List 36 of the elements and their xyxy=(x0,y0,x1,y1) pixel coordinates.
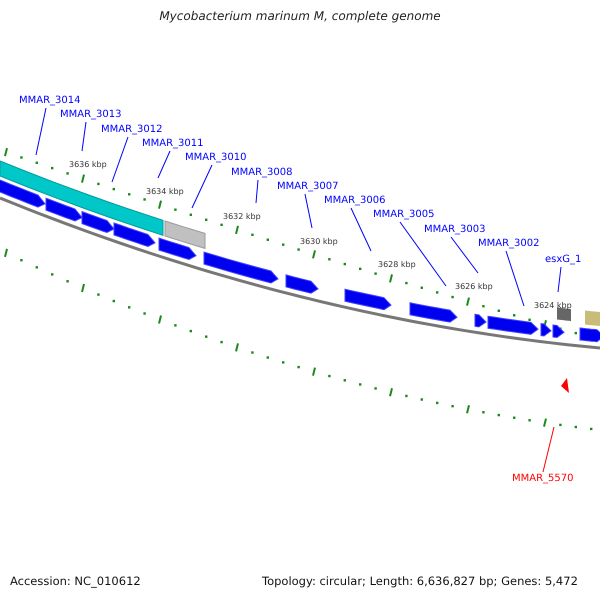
leader-line xyxy=(350,208,372,252)
leader-line xyxy=(158,150,170,178)
gene-label: esxG_1 xyxy=(545,253,582,266)
position-label: 3636 kbp xyxy=(69,160,107,170)
footer-text: Topology: circular; Length: 6,636,827 bp; Genes: 5,472 xyxy=(262,574,578,588)
footer-text: Accession: NC_010612 xyxy=(10,574,141,588)
gene-label: MMAR_3010 xyxy=(185,151,246,164)
leader-line xyxy=(82,122,86,152)
leader-line xyxy=(256,180,258,204)
leader-line xyxy=(506,250,524,306)
gene-label: MMAR_3005 xyxy=(373,208,434,221)
leader-line xyxy=(304,194,312,228)
leader-line xyxy=(192,164,212,208)
leader-line xyxy=(112,136,128,182)
gene-label: MMAR_3014 xyxy=(19,94,80,107)
gene-label: MMAR_3013 xyxy=(60,108,122,121)
gene-label: MMAR_3012 xyxy=(101,123,162,136)
leader-line xyxy=(36,108,46,156)
gene-label: MMAR_3003 xyxy=(424,223,486,236)
position-label: 3628 kbp xyxy=(378,260,416,270)
gene-label: MMAR_3006 xyxy=(324,194,386,207)
gene-label: MMAR_3002 xyxy=(478,237,540,250)
position-label: 3630 kbp xyxy=(300,237,338,247)
leader-line xyxy=(542,426,554,472)
position-label: 3626 kbp xyxy=(455,282,493,292)
gene-label: MMAR_3011 xyxy=(142,137,204,150)
gene-label: MMAR_3008 xyxy=(231,166,292,179)
position-label: 3632 kbp xyxy=(223,212,261,222)
leader-line xyxy=(558,266,562,292)
leader-line xyxy=(400,222,446,286)
gene-label: MMAR_5570 xyxy=(512,472,574,485)
gene-label: MMAR_3007 xyxy=(277,180,338,193)
position-label: 3624 kbp xyxy=(534,301,572,311)
leader-line xyxy=(450,236,478,274)
position-label: 3634 kbp xyxy=(146,187,184,197)
title: Mycobacterium marinum M, complete genome xyxy=(158,9,442,23)
